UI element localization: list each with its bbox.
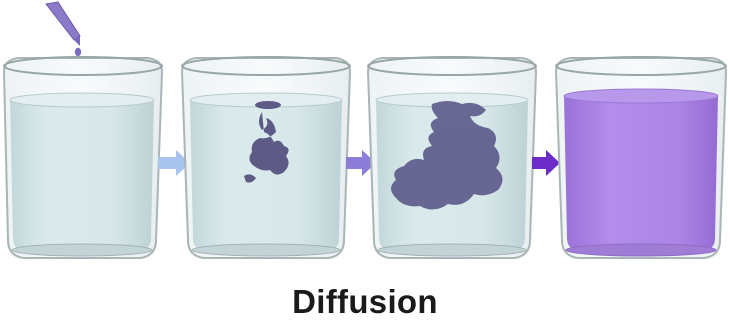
beaker-rim [555, 56, 727, 76]
beaker-2 [180, 56, 352, 259]
beaker-1 [2, 56, 164, 259]
liquid-surface [563, 88, 719, 104]
dye-drop [74, 47, 82, 57]
dropper [45, 1, 82, 57]
arrow-right-icon [346, 150, 376, 176]
dye-plume [244, 101, 289, 183]
water [190, 96, 342, 251]
beaker-3 [366, 56, 538, 259]
mixed-liquid [564, 92, 718, 251]
water [10, 96, 154, 251]
arrow-right-icon [532, 150, 560, 176]
dye-cloud [391, 101, 503, 210]
dropper-tip [74, 36, 80, 46]
beaker-rim [181, 56, 351, 76]
beaker-base [11, 243, 153, 257]
beaker-4 [554, 56, 728, 259]
beaker-rim [3, 56, 163, 76]
arrow-right-icon [158, 150, 190, 176]
dropper-tube [45, 1, 81, 41]
caption-title: Diffusion [292, 283, 438, 320]
water-surface [9, 92, 155, 108]
beaker-base [565, 243, 717, 257]
beaker-base [191, 243, 341, 257]
beaker-rim [367, 56, 537, 76]
beaker-base [377, 243, 527, 257]
